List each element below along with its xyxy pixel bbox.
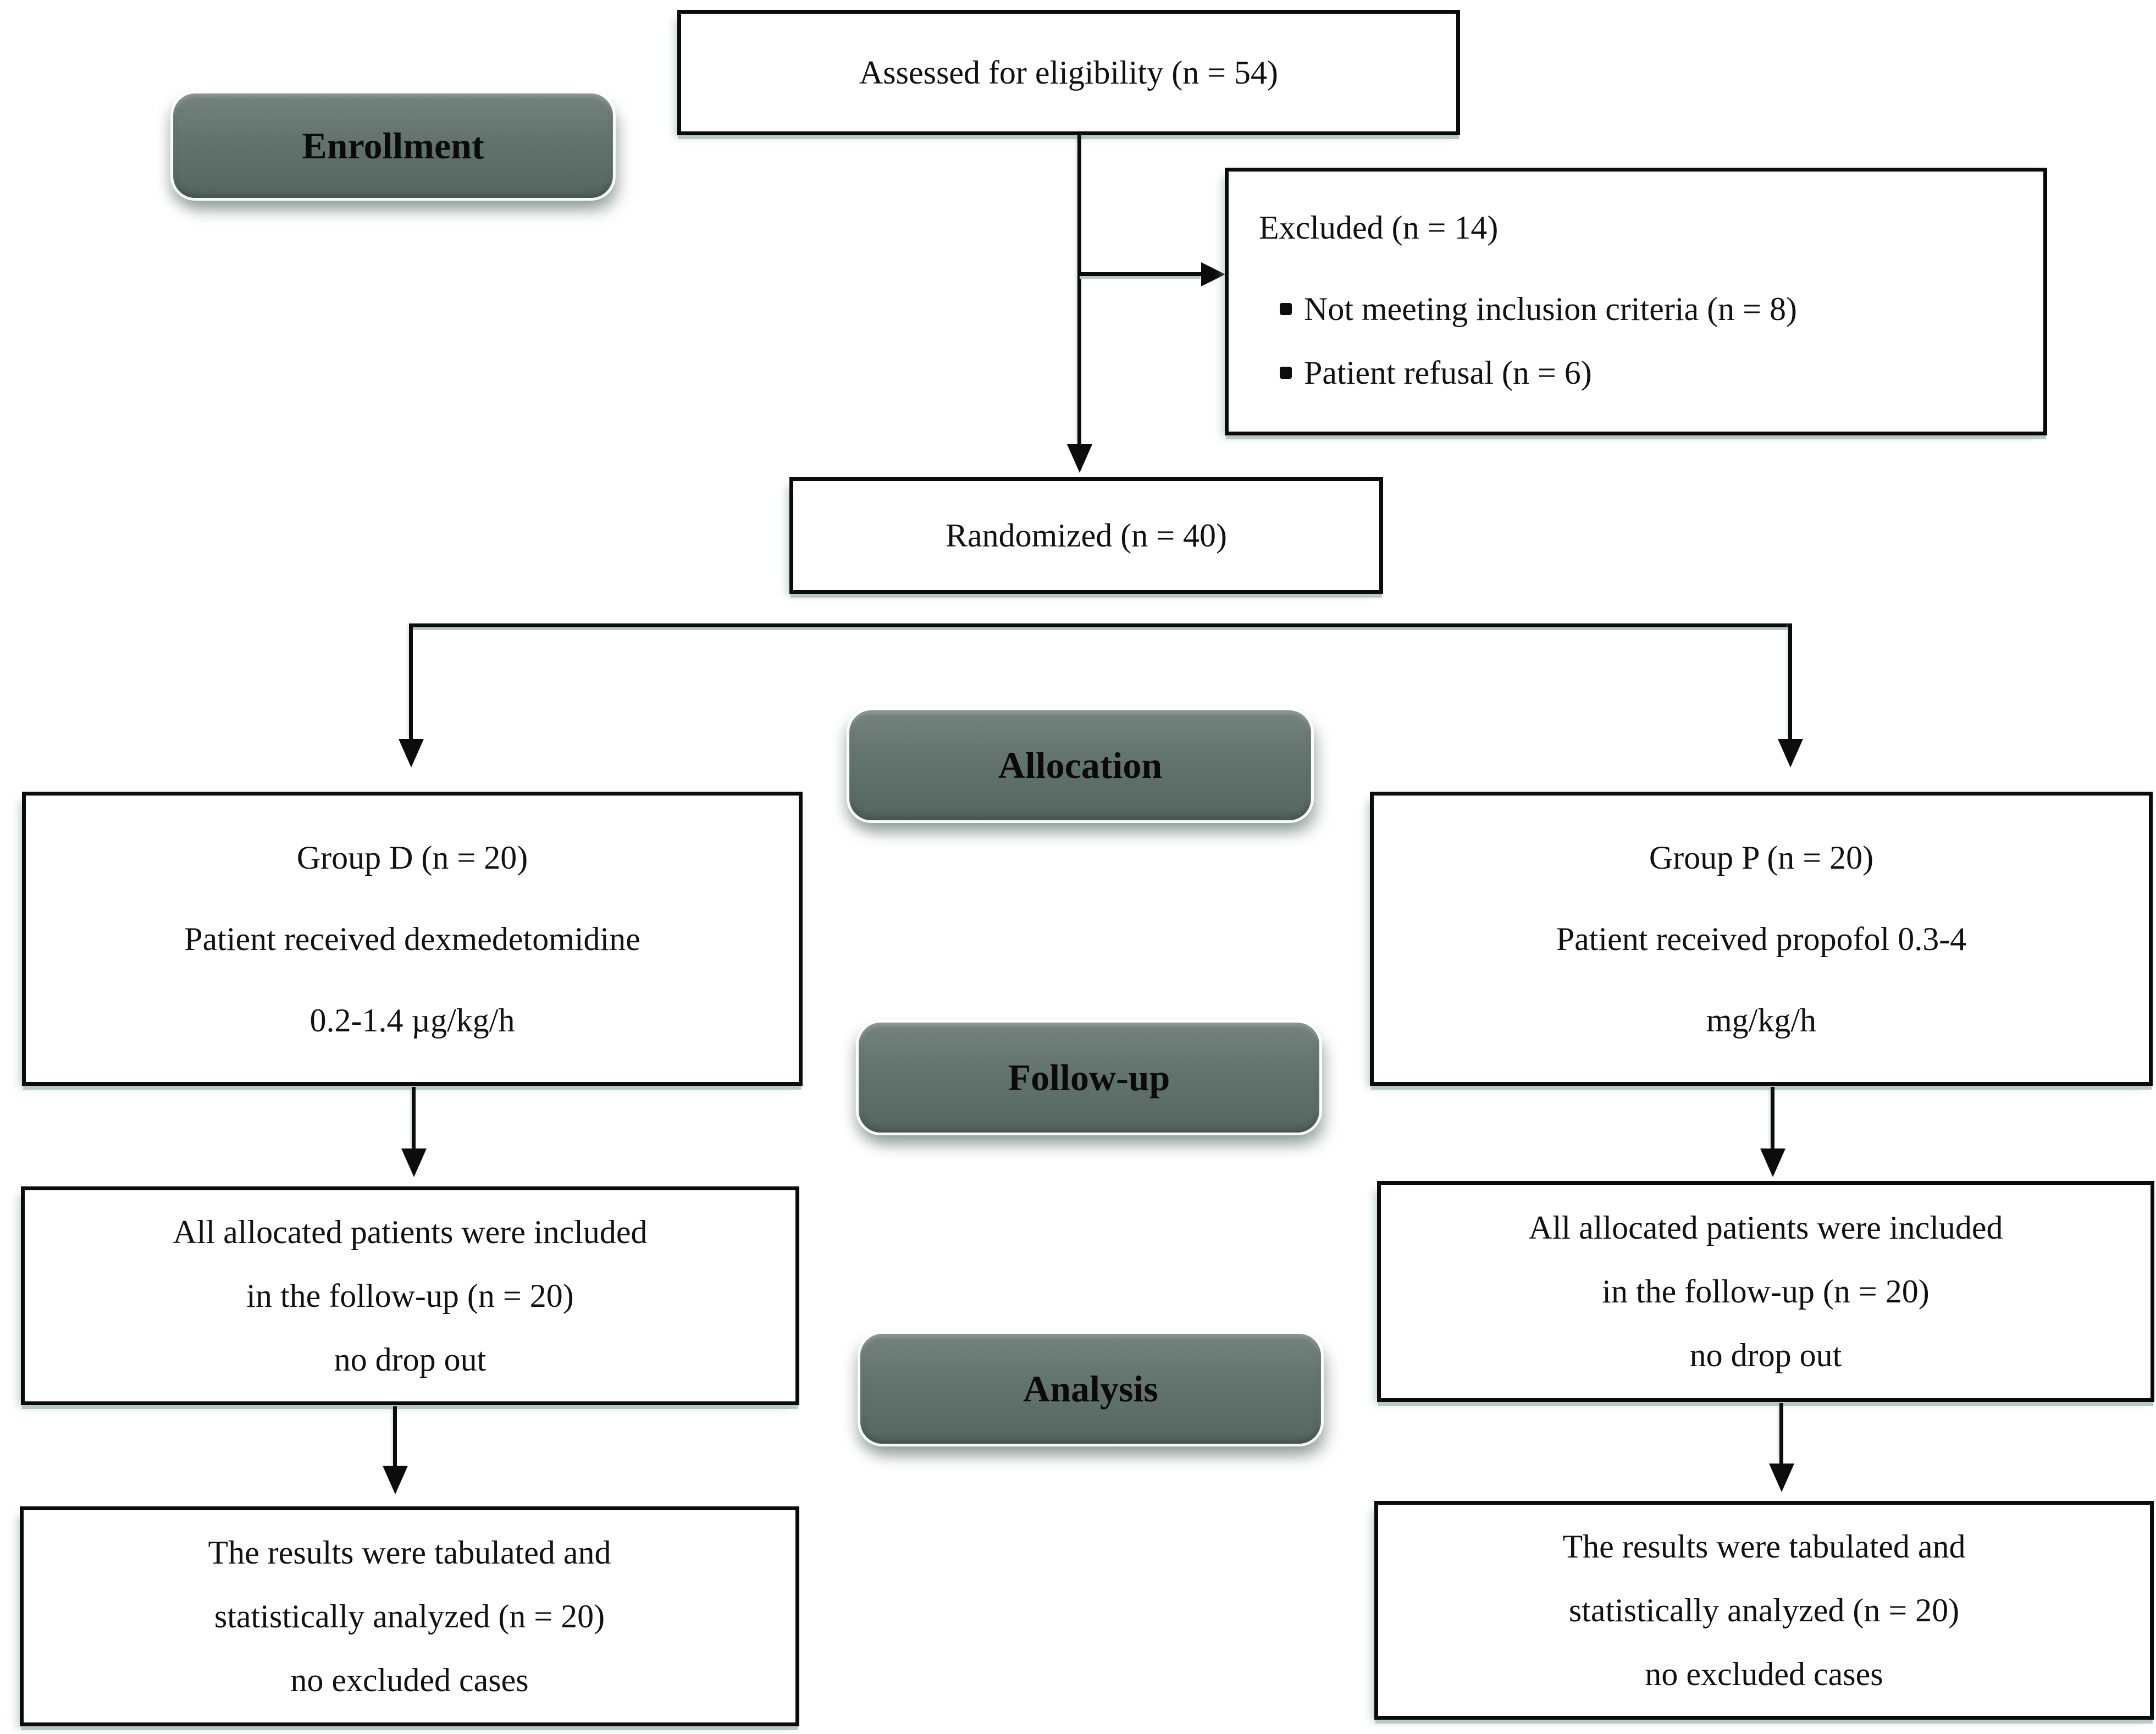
analysis-right-box: The results were tabulated and statistic… — [1374, 1501, 2154, 1720]
stage-label-followup-text: Follow-up — [1008, 1056, 1170, 1098]
arrowhead-down-randomized — [1067, 444, 1092, 473]
stage-label-followup: Follow-up — [859, 1023, 1319, 1133]
followup-right-line: All allocated patients were included — [1528, 1210, 2003, 1246]
connector-assessed-to-randomized — [1077, 135, 1081, 444]
followup-left-line: All allocated patients were included — [173, 1214, 648, 1250]
excluded-item-text: Not meeting inclusion criteria (n = 8) — [1304, 291, 1797, 327]
group-d-line: Patient received dexmedetomidine — [184, 920, 640, 957]
arrowhead-down-group-p — [1778, 739, 1803, 767]
stage-label-enrollment: Enrollment — [173, 93, 613, 198]
arrowhead-down-followup-left — [401, 1148, 427, 1177]
excluded-title: Excluded (n = 14) — [1259, 209, 1499, 246]
stage-label-analysis: Analysis — [860, 1334, 1321, 1444]
followup-right-box: All allocated patients were included in … — [1377, 1181, 2154, 1402]
followup-left-line: in the follow-up (n = 20) — [246, 1278, 574, 1314]
connector-followup-to-analysis-right — [1779, 1403, 1783, 1464]
connector-followup-to-analysis-left — [393, 1406, 397, 1466]
stage-label-allocation-text: Allocation — [998, 744, 1163, 786]
arrowhead-down-group-d — [399, 739, 424, 767]
analysis-left-line: no excluded cases — [290, 1662, 529, 1698]
branch-line-randomized — [411, 623, 1792, 627]
analysis-left-line: The results were tabulated and — [208, 1534, 611, 1571]
assessed-eligibility-box: Assessed for eligibility (n = 54) — [677, 10, 1460, 135]
arrowhead-down-followup-right — [1760, 1148, 1785, 1177]
stage-label-enrollment-text: Enrollment — [302, 124, 484, 167]
followup-left-line: no drop out — [334, 1341, 487, 1378]
connector-group-d-to-followup — [412, 1087, 416, 1148]
arrowhead-down-analysis-right — [1769, 1464, 1794, 1492]
arrowhead-right-excluded — [1201, 262, 1225, 286]
analysis-right-line: no excluded cases — [1645, 1656, 1883, 1692]
excluded-box: Excluded (n = 14) Not meeting inclusion … — [1225, 168, 2047, 435]
bullet-icon — [1280, 303, 1292, 315]
group-p-box: Group P (n = 20) Patient received propof… — [1370, 792, 2153, 1086]
followup-right-line: in the follow-up (n = 20) — [1602, 1273, 1930, 1310]
connector-to-excluded — [1079, 272, 1201, 276]
arrowhead-down-analysis-left — [383, 1466, 408, 1494]
followup-left-box: All allocated patients were included in … — [21, 1186, 799, 1405]
group-d-box: Group D (n = 20) Patient received dexmed… — [22, 792, 803, 1086]
randomized-text: Randomized (n = 40) — [945, 517, 1228, 554]
group-p-line: Patient received propofol 0.3-4 — [1556, 920, 1967, 957]
analysis-left-box: The results were tabulated and statistic… — [20, 1506, 799, 1726]
excluded-item: Not meeting inclusion criteria (n = 8) — [1280, 287, 1797, 331]
connector-group-p-to-followup — [1771, 1087, 1774, 1148]
assessed-eligibility-text: Assessed for eligibility (n = 54) — [859, 54, 1279, 91]
connector-branch-left — [409, 623, 413, 739]
group-p-line: mg/kg/h — [1706, 1002, 1816, 1039]
analysis-right-line: statistically analyzed (n = 20) — [1568, 1592, 1960, 1628]
group-d-title: Group D (n = 20) — [296, 839, 528, 876]
analysis-right-line: The results were tabulated and — [1562, 1528, 1966, 1565]
followup-right-line: no drop out — [1689, 1337, 1842, 1373]
analysis-left-line: statistically analyzed (n = 20) — [214, 1598, 605, 1634]
excluded-item: Patient refusal (n = 6) — [1280, 351, 1592, 395]
connector-branch-right — [1788, 623, 1792, 739]
stage-label-allocation: Allocation — [849, 710, 1311, 820]
group-p-title: Group P (n = 20) — [1649, 839, 1874, 876]
group-d-line: 0.2-1.4 µg/kg/h — [309, 1002, 515, 1039]
stage-label-analysis-text: Analysis — [1023, 1367, 1158, 1410]
excluded-item-text: Patient refusal (n = 6) — [1304, 355, 1592, 391]
randomized-box: Randomized (n = 40) — [789, 477, 1383, 594]
bullet-icon — [1280, 367, 1292, 379]
